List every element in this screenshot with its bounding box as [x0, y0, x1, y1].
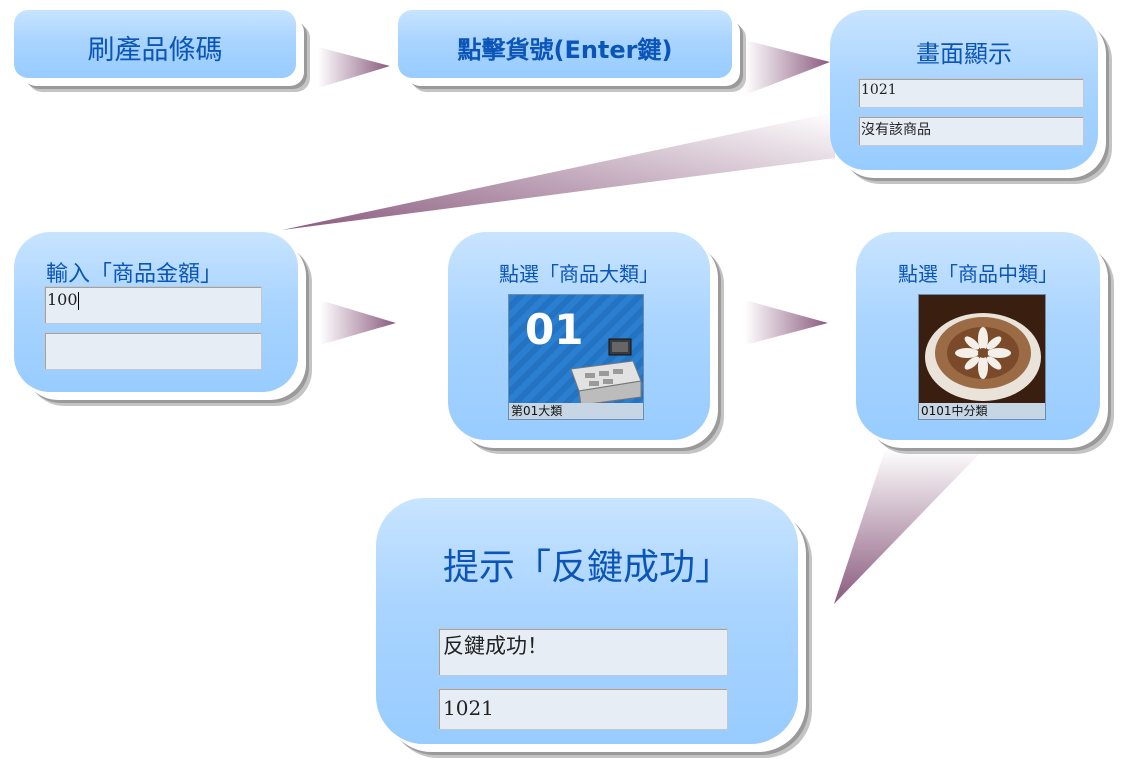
arrow-amount-to-major — [320, 300, 396, 345]
tile-caption: 0101中分類 — [919, 403, 1045, 419]
amount-input[interactable]: 100 — [44, 286, 262, 324]
step-scan-barcode: 刷產品條碼 — [14, 10, 296, 78]
message-value: 沒有該商品 — [861, 122, 931, 138]
major-category-tile[interactable]: 01 第01大類 — [508, 294, 644, 420]
step-title: 點擊貨號(Enter鍵) — [457, 36, 673, 64]
step-title: 提示「反鍵成功」 — [442, 547, 731, 588]
step-click-item-number: 點擊貨號(Enter鍵) — [398, 10, 732, 78]
arrow-display-to-amount — [282, 112, 835, 230]
step-select-major-category: 點選「商品大類」 01 第01大類 — [448, 232, 710, 440]
step-title: 輸入「商品金額」 — [46, 262, 223, 287]
arrow-major-to-medium — [745, 300, 828, 345]
arrow-medium-to-result — [834, 448, 985, 604]
medium-category-tile[interactable]: 0101中分類 — [918, 294, 1046, 420]
code-value: 1021 — [861, 82, 897, 98]
pos-register-icon — [570, 338, 642, 405]
result-code-value: 1021 — [443, 696, 494, 720]
step-title: 點選「商品大類」 — [499, 262, 659, 286]
step-title: 點選「商品中類」 — [898, 262, 1058, 286]
arrow-click-to-display — [745, 40, 830, 95]
code-field[interactable]: 1021 — [858, 78, 1084, 108]
result-message-value: 反鍵成功！ — [443, 634, 548, 658]
latte-art-cup-icon — [925, 313, 1041, 401]
tile-number: 01 — [525, 305, 584, 354]
text-cursor — [77, 291, 79, 310]
empty-field[interactable] — [44, 332, 262, 370]
step-screen-display: 畫面顯示 1021 沒有該商品 — [830, 10, 1098, 170]
step-select-medium-category: 點選「商品中類」 0101中分類 — [856, 232, 1100, 440]
tile-caption: 第01大類 — [509, 403, 643, 419]
step-title: 刷產品條碼 — [87, 35, 223, 66]
step-title: 畫面顯示 — [916, 40, 1012, 68]
step-enter-amount: 輸入「商品金額」 100 — [14, 232, 298, 392]
step-success-prompt: 提示「反鍵成功」 反鍵成功！ 1021 — [376, 498, 798, 744]
message-field: 沒有該商品 — [858, 116, 1084, 146]
result-code-field: 1021 — [438, 688, 728, 730]
result-message-field: 反鍵成功！ — [438, 628, 728, 676]
amount-value: 100 — [47, 290, 78, 309]
arrow-scan-to-click — [318, 47, 390, 88]
